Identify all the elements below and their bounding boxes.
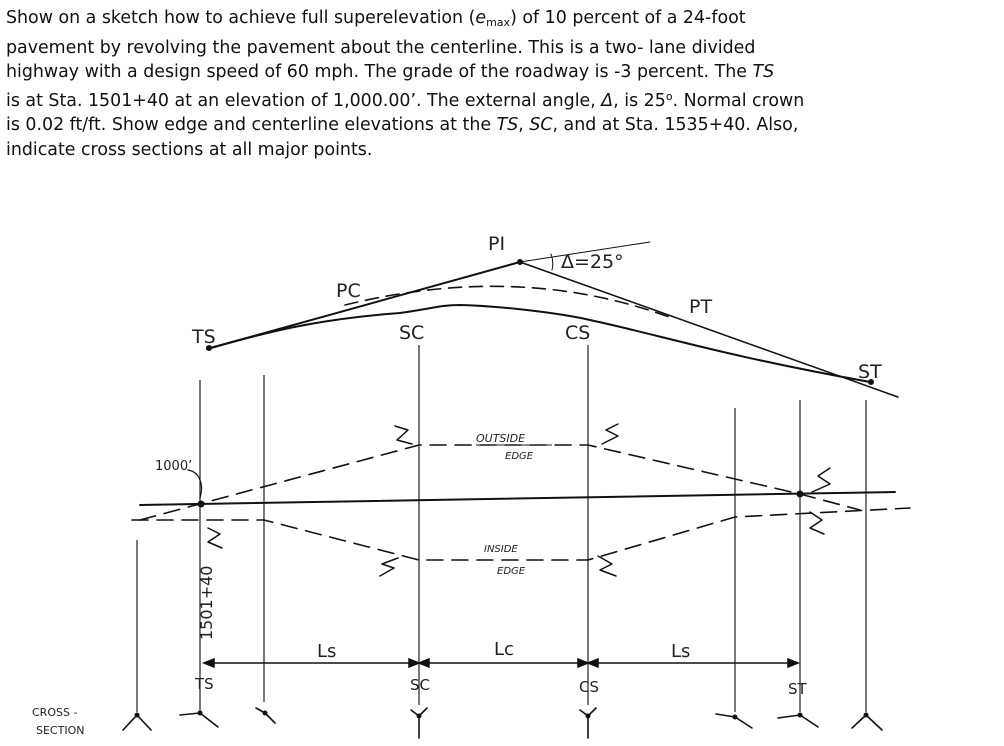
cs-point-1 xyxy=(134,712,140,718)
lc-label: Lc xyxy=(494,639,514,660)
cross-section-label-2: SECTION xyxy=(36,724,84,737)
length-dimensions xyxy=(201,657,801,669)
bottom-cs-label: CS xyxy=(579,678,599,696)
arrow-cs-left xyxy=(577,657,591,669)
elevation-1000-label: 1000’ xyxy=(155,459,192,474)
arrow-sc-right xyxy=(416,657,430,669)
problem-line-3: highway with a design speed of 60 mph. T… xyxy=(6,62,775,82)
rotation-symbol-st xyxy=(811,467,831,493)
cs-point-4 xyxy=(416,713,422,719)
bottom-station-labels: TS SC CS ST xyxy=(194,675,808,698)
arrow-sc-left xyxy=(408,657,422,669)
pt-label: PT xyxy=(689,296,712,318)
cs-point-6 xyxy=(732,714,738,720)
pi-label: PI xyxy=(488,233,505,255)
cross-section-sc xyxy=(410,707,428,739)
st-label: ST xyxy=(858,361,882,383)
inside-edge-label-2: EDGE xyxy=(497,566,526,577)
profile-labels: 1000’ OUTSIDE EDGE INSIDE EDGE 1501+40 xyxy=(155,432,552,640)
problem-line-4: is at Sta. 1501+40 at an elevation of 1,… xyxy=(6,89,805,111)
outside-edge-label-1: OUTSIDE xyxy=(476,432,525,445)
rotation-symbol-ts-inside xyxy=(207,527,223,549)
plan-view xyxy=(206,241,899,398)
st-centerline-point xyxy=(796,490,804,498)
circular-curve-dashed xyxy=(344,285,673,319)
cross-sections xyxy=(122,707,883,739)
plan-labels: PI Δ=25° PC PT TS SC CS ST xyxy=(191,233,882,383)
ts-centerline-point xyxy=(197,500,205,508)
cs-point-8 xyxy=(863,712,869,718)
problem-line-1: Show on a sketch how to achieve full sup… xyxy=(6,8,746,29)
arrow-cs-right xyxy=(585,657,599,669)
ts-point-plan xyxy=(206,345,212,351)
deflection-extension xyxy=(519,241,651,263)
outside-edge-label-2: EDGE xyxy=(505,451,534,462)
problem-statement: Show on a sketch how to achieve full sup… xyxy=(6,6,1000,162)
cross-section-runout xyxy=(255,707,276,724)
rotation-symbol-sc-outside xyxy=(394,425,413,445)
delta-label: Δ=25° xyxy=(561,251,624,273)
rotation-symbol-cs-inside xyxy=(597,555,617,577)
rotation-symbol-sc-inside xyxy=(379,557,399,577)
bottom-ts-label: TS xyxy=(194,675,214,693)
ls-right-label: Ls xyxy=(671,641,690,662)
bottom-st-label: ST xyxy=(788,680,808,698)
rotation-symbols xyxy=(207,423,831,577)
cs-point-3 xyxy=(262,710,268,716)
cross-section-st xyxy=(777,714,819,728)
cs-point-5 xyxy=(585,713,591,719)
inside-edge-label-1: INSIDE xyxy=(484,544,518,555)
arrow-st-left xyxy=(787,657,801,669)
rotation-symbol-cs-outside xyxy=(601,423,619,445)
ls-left-label: Ls xyxy=(317,641,336,662)
bottom-sc-label: SC xyxy=(410,676,430,694)
cross-section-points xyxy=(134,710,869,720)
tangent-ahead xyxy=(519,261,899,398)
pc-label: PC xyxy=(336,280,361,302)
cs-label: CS xyxy=(565,322,590,344)
profile-lines xyxy=(131,444,911,561)
station-verticals xyxy=(136,345,867,712)
spiral-curve-alignment xyxy=(206,303,871,383)
cs-point-7 xyxy=(797,712,803,718)
pi-point xyxy=(517,259,523,265)
rotation-symbol-st-inside xyxy=(809,511,825,535)
cross-section-cs xyxy=(579,707,597,739)
cs-point-2 xyxy=(197,710,203,716)
cross-section-label-1: CROSS - xyxy=(32,706,77,719)
centerline-profile xyxy=(139,491,896,506)
station-label: 1501+40 xyxy=(197,566,216,640)
sc-label: SC xyxy=(399,322,424,344)
cross-section-caption: CROSS - SECTION xyxy=(32,706,84,737)
elevation-leader xyxy=(187,469,203,499)
delta-angle-arc xyxy=(550,253,554,271)
outside-edge-profile xyxy=(139,444,861,521)
problem-line-6: indicate cross sections at all major poi… xyxy=(6,139,373,160)
problem-line-2: pavement by revolving the pavement about… xyxy=(6,37,756,58)
length-labels: Ls Lc Ls xyxy=(317,639,690,662)
arrow-ts-right xyxy=(201,657,215,669)
st-point-plan xyxy=(868,379,874,385)
inside-edge-profile xyxy=(131,507,911,561)
ts-label: TS xyxy=(191,326,216,348)
problem-line-5: is 0.02 ft/ft. Show edge and centerline … xyxy=(6,115,799,135)
